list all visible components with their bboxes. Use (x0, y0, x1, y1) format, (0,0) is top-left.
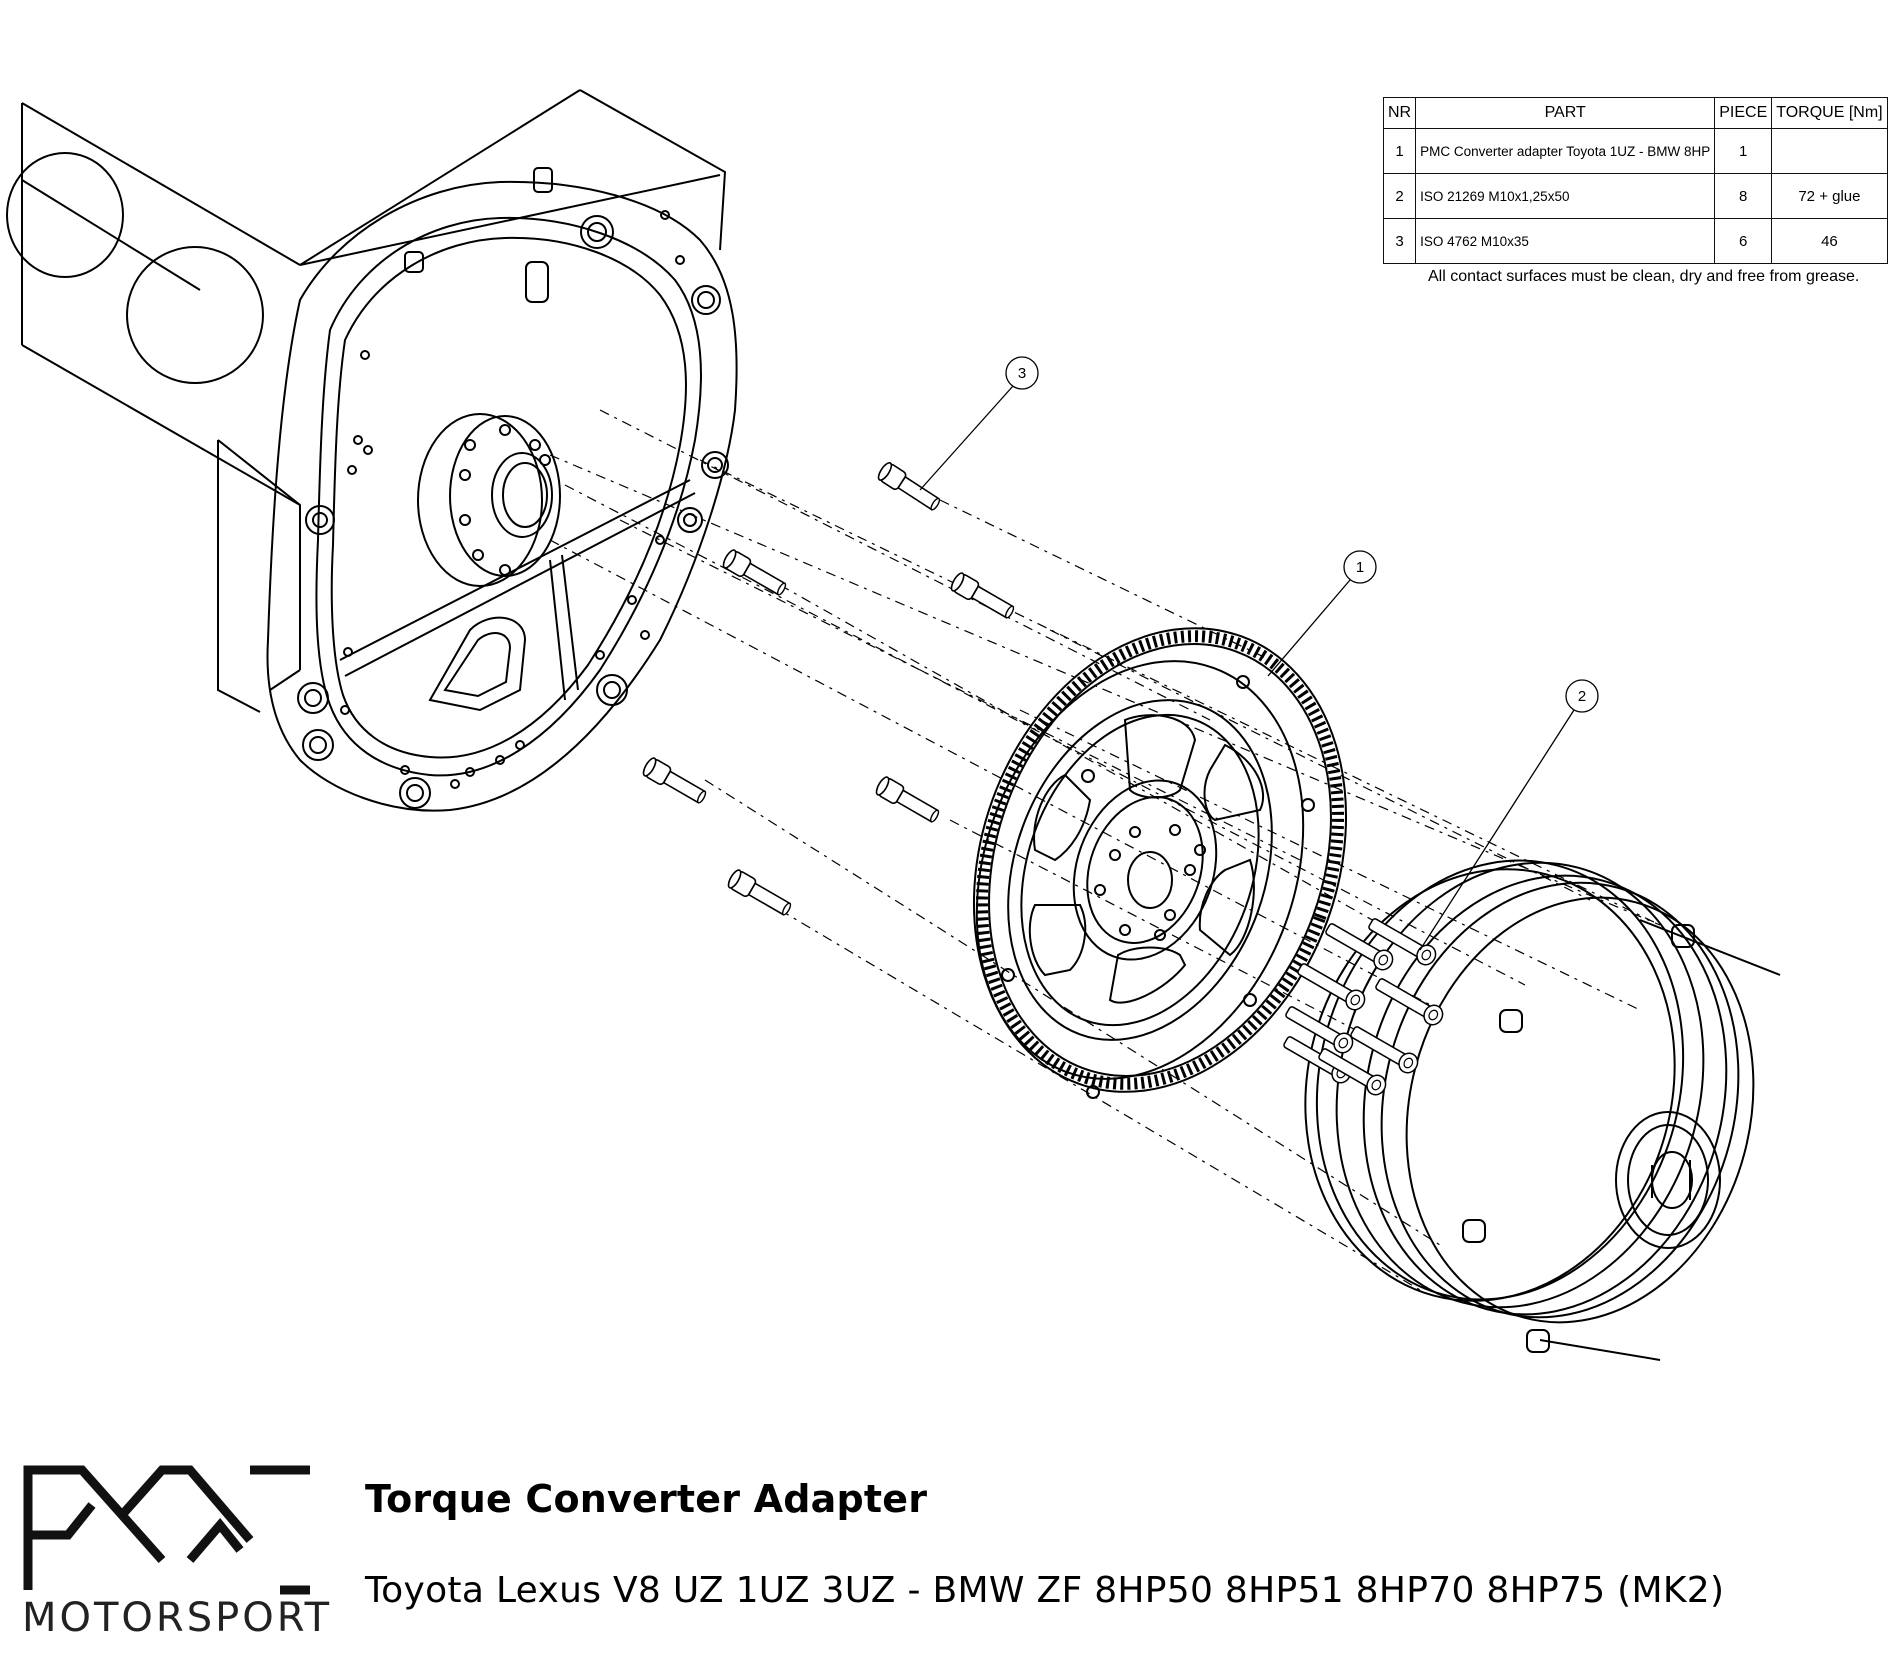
bom-col-part: PART (1415, 97, 1716, 129)
converter-adapter-plate (972, 627, 1348, 1099)
assembly-lines (549, 409, 1661, 1291)
callout-3: 3 (919, 356, 1039, 491)
bom-piece: 8 (1714, 173, 1773, 219)
bom-note: All contact surfaces must be clean, dry … (1428, 268, 1860, 285)
engine-block (6, 89, 727, 713)
bom-torque (1771, 128, 1888, 174)
bom-col-piece: PIECE (1714, 97, 1773, 129)
bom-col-nr: NR (1382, 97, 1417, 129)
bom-part: ISO 21269 M10x1,25x50 (1415, 173, 1716, 219)
bom-nr: 1 (1382, 128, 1417, 174)
page-title: Torque Converter Adapter (365, 1477, 928, 1521)
table-row: 1 PMC Converter adapter Toyota 1UZ - BMW… (1382, 128, 1888, 174)
table-row: 3 ISO 4762 M10x35 6 46 (1382, 218, 1888, 264)
torque-converter (1304, 859, 1781, 1361)
callout-2: 2 (1419, 679, 1599, 951)
brand-wordmark: MOTORSPORT (22, 1595, 333, 1641)
bom-nr: 2 (1382, 173, 1417, 219)
svg-text:2: 2 (1578, 688, 1586, 705)
bom-nr: 3 (1382, 218, 1417, 264)
bom-part: ISO 4762 M10x35 (1415, 218, 1716, 264)
svg-text:3: 3 (1018, 365, 1026, 382)
bom-col-torque: TORQUE [Nm] (1771, 97, 1888, 129)
pmc-logo (23, 1465, 310, 1595)
bolts-iso-21269 (1280, 913, 1447, 1099)
bellhousing-flange (266, 167, 738, 812)
svg-text:1: 1 (1356, 559, 1364, 576)
page-subtitle: Toyota Lexus V8 UZ 1UZ 3UZ - BMW ZF 8HP5… (365, 1570, 1725, 1611)
bom-piece: 6 (1714, 218, 1773, 264)
bom-torque: 46 (1771, 218, 1888, 264)
bom-part: PMC Converter adapter Toyota 1UZ - BMW 8… (1415, 128, 1716, 174)
callout-1: 1 (1267, 550, 1377, 677)
bom-piece: 1 (1714, 128, 1773, 174)
table-row: 2 ISO 21269 M10x1,25x50 8 72 + glue (1382, 173, 1888, 219)
bill-of-materials-table: NR PART PIECE TORQUE [Nm] 1 PMC Converte… (1382, 97, 1888, 264)
bom-header-row: NR PART PIECE TORQUE [Nm] (1382, 97, 1888, 129)
bom-torque: 72 + glue (1771, 173, 1888, 219)
